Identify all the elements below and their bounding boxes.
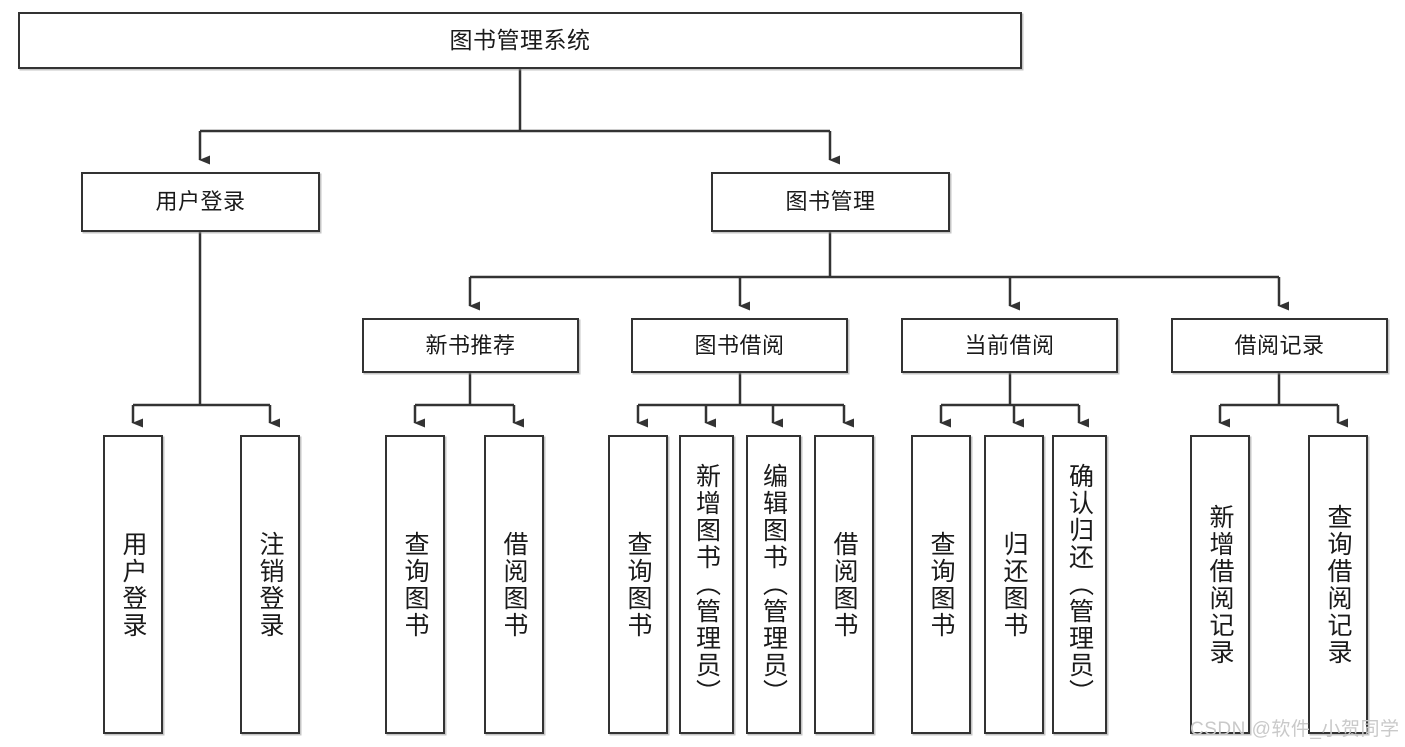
node-root[interactable]: 图书管理系统	[18, 12, 1022, 69]
node-leaf-confirm-return[interactable]: 确认归还（管理员）	[1052, 435, 1107, 734]
node-label: 查询图书	[927, 530, 955, 639]
node-label: 新书推荐	[425, 332, 516, 358]
node-label: 查询借阅记录	[1324, 503, 1352, 666]
node-label: 用户登录	[155, 189, 246, 215]
node-label: 确认归还（管理员）	[1065, 463, 1094, 706]
node-leaf-add-book[interactable]: 新增图书（管理员）	[679, 435, 734, 734]
node-leaf-add-record[interactable]: 新增借阅记录	[1190, 435, 1250, 734]
node-label: 图书管理系统	[449, 27, 591, 54]
node-label: 编辑图书（管理员）	[759, 463, 788, 706]
node-new-book-rec[interactable]: 新书推荐	[362, 318, 579, 373]
node-leaf-user-login[interactable]: 用户登录	[103, 435, 163, 734]
node-label: 注销登录	[256, 530, 284, 639]
node-label: 借阅记录	[1234, 332, 1325, 358]
node-leaf-borrow-book-1[interactable]: 借阅图书	[484, 435, 544, 734]
node-label: 用户登录	[119, 530, 147, 639]
node-label: 归还图书	[1000, 530, 1028, 639]
node-leaf-logout[interactable]: 注销登录	[240, 435, 300, 734]
node-leaf-borrow-book-2[interactable]: 借阅图书	[814, 435, 874, 734]
watermark: CSDN @软件_小贺同学	[1190, 719, 1400, 740]
node-label: 图书管理	[785, 189, 876, 215]
node-leaf-query-record[interactable]: 查询借阅记录	[1308, 435, 1368, 734]
node-label: 新增图书（管理员）	[692, 463, 721, 706]
node-label: 借阅图书	[830, 530, 858, 639]
node-label: 新增借阅记录	[1206, 503, 1234, 666]
node-label: 借阅图书	[500, 530, 528, 639]
node-borrow-record[interactable]: 借阅记录	[1171, 318, 1388, 373]
node-leaf-edit-book[interactable]: 编辑图书（管理员）	[746, 435, 801, 734]
node-user-login[interactable]: 用户登录	[81, 172, 320, 232]
node-leaf-query-book-2[interactable]: 查询图书	[608, 435, 668, 734]
node-label: 当前借阅	[964, 332, 1055, 358]
node-label: 查询图书	[624, 530, 652, 639]
node-label: 查询图书	[401, 530, 429, 639]
node-leaf-return-book[interactable]: 归还图书	[984, 435, 1044, 734]
node-leaf-query-book-1[interactable]: 查询图书	[385, 435, 445, 734]
node-current-borrow[interactable]: 当前借阅	[901, 318, 1118, 373]
node-book-borrow[interactable]: 图书借阅	[631, 318, 848, 373]
node-book-manage[interactable]: 图书管理	[711, 172, 950, 232]
node-label: 图书借阅	[694, 332, 785, 358]
node-leaf-query-book-3[interactable]: 查询图书	[911, 435, 971, 734]
